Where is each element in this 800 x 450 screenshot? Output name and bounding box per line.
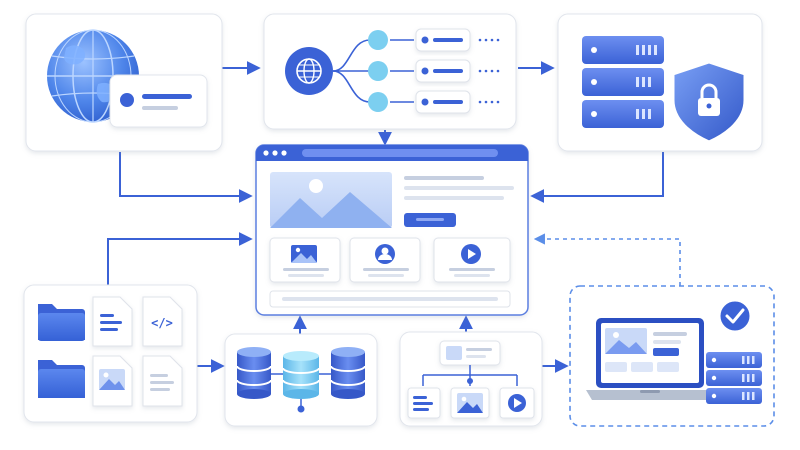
folder-icon	[38, 304, 85, 341]
footer-bar	[269, 290, 511, 308]
edge-globe-to-browser	[119, 152, 253, 203]
folder-icon-2	[38, 360, 85, 398]
database-icon	[236, 347, 272, 399]
video-leaf	[499, 387, 535, 419]
hero-text-lines	[404, 176, 514, 200]
svg-text:</>: </>	[151, 316, 173, 330]
code-document-icon: </>	[142, 296, 183, 347]
text-document-icon	[92, 296, 133, 347]
route-node-1	[368, 28, 500, 52]
shield-lock-icon	[671, 60, 747, 144]
check-badge-icon	[717, 298, 753, 334]
content-hierarchy-card	[399, 331, 543, 427]
website-preview-card	[255, 144, 529, 316]
image-document-icon	[92, 355, 133, 407]
image-leaf	[450, 387, 490, 419]
address-bar	[302, 149, 498, 157]
route-node-2	[368, 59, 500, 83]
global-network-card	[25, 13, 223, 152]
database-cluster-card	[224, 333, 378, 427]
files-card: </>	[23, 284, 198, 423]
user-info-card	[109, 74, 208, 128]
route-node-3	[368, 90, 500, 114]
secure-server-card	[557, 13, 763, 152]
avatar-dot	[120, 93, 134, 107]
user-tile	[349, 237, 421, 283]
mini-server-icon	[706, 352, 762, 404]
window-control-dots	[263, 150, 287, 156]
deployment-card	[569, 285, 775, 427]
edge-deploy-to-browser	[533, 233, 681, 286]
sitemap-icon	[422, 340, 518, 386]
text-leaf	[407, 387, 441, 419]
edge-server-to-browser	[530, 152, 664, 203]
edge-files-to-browser	[107, 232, 253, 285]
hero-image	[270, 172, 392, 228]
connectors	[107, 61, 681, 373]
lines-document-icon	[142, 355, 183, 407]
hub-branches	[332, 39, 414, 103]
network-hub-icon	[285, 47, 333, 95]
database-icon-right	[330, 347, 366, 399]
server-rack-icon	[582, 36, 664, 128]
video-tile	[433, 237, 511, 283]
image-tile	[269, 237, 341, 283]
laptop-icon	[586, 318, 714, 400]
dns-routing-card	[263, 13, 517, 130]
database-icon-center	[271, 351, 331, 413]
